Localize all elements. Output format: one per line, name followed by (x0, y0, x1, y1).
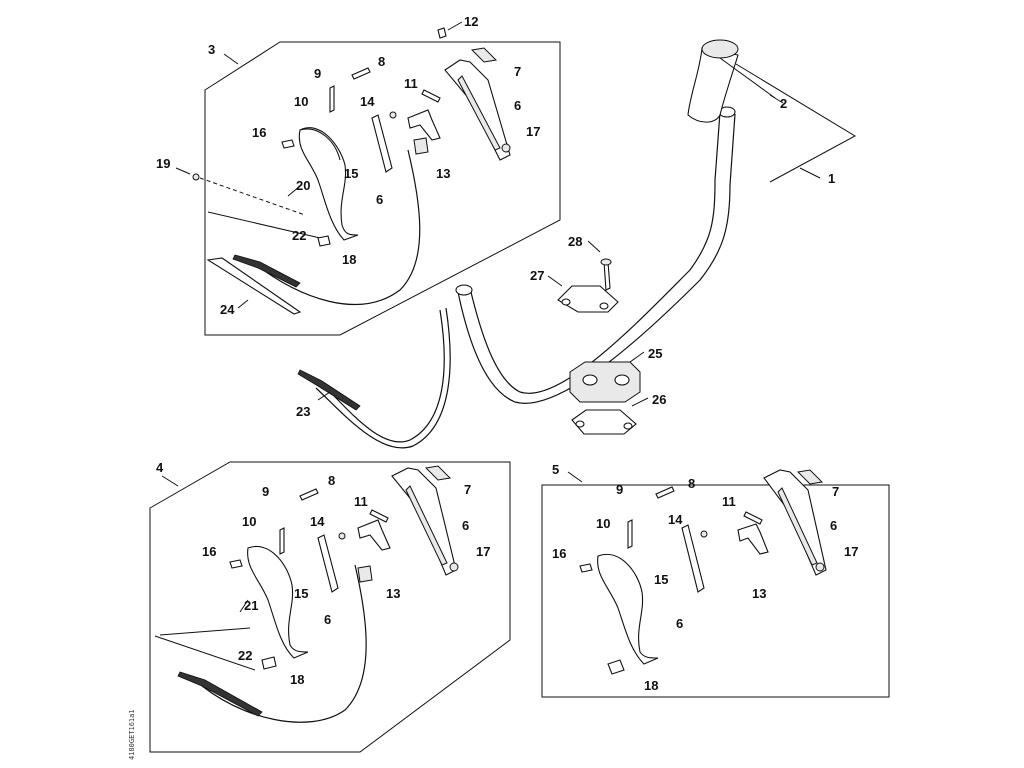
frame-1-2 (735, 63, 857, 183)
bracket-lower (571, 409, 637, 435)
callout-28: 28 (568, 234, 582, 249)
handlebar-assembly (455, 39, 739, 435)
callout-box5-9: 9 (616, 482, 623, 497)
callout-26: 26 (652, 392, 666, 407)
grip (687, 47, 739, 123)
box4-parts (154, 465, 459, 723)
callout-labels: 1 2 3 4 5 12 19 20 21 23 24 25 26 27 28 … (128, 14, 858, 760)
callout-box4-9: 9 (262, 484, 269, 499)
box-5 (541, 484, 890, 698)
callout-box3-14: 14 (360, 94, 375, 109)
callout-box4-15: 15 (294, 586, 308, 601)
callout-box4-22: 22 (238, 648, 252, 663)
callout-25: 25 (648, 346, 662, 361)
callout-box5-16: 16 (552, 546, 566, 561)
callout-box4-7: 7 (464, 482, 471, 497)
callout-box3-15: 15 (344, 166, 358, 181)
callout-box5-7: 7 (832, 484, 839, 499)
callout-box4-10: 10 (242, 514, 256, 529)
callout-box3-13: 13 (436, 166, 450, 181)
callout-1: 1 (828, 171, 835, 186)
box3-parts (192, 27, 511, 315)
callout-box3-16: 16 (252, 125, 266, 140)
cable-23 (297, 307, 451, 449)
callout-19: 19 (156, 156, 170, 171)
callout-box4-14: 14 (310, 514, 325, 529)
callout-12: 12 (464, 14, 478, 29)
leader-lines (161, 21, 821, 613)
callout-box5-13: 13 (752, 586, 766, 601)
callout-box5-14: 14 (668, 512, 683, 527)
callout-box4-13: 13 (386, 586, 400, 601)
callout-box3-6-left: 6 (376, 192, 383, 207)
callout-box5-18: 18 (644, 678, 658, 693)
callout-box4-17: 17 (476, 544, 490, 559)
callout-box5-8: 8 (688, 476, 695, 491)
callout-box4-16: 16 (202, 544, 216, 559)
callout-box4-6-right: 6 (462, 518, 469, 533)
box-4 (149, 461, 511, 753)
callout-5: 5 (552, 462, 559, 477)
callout-box5-6-left: 6 (676, 616, 683, 631)
callout-2: 2 (780, 96, 787, 111)
callout-box4-6-left: 6 (324, 612, 331, 627)
callout-box3-22: 22 (292, 228, 306, 243)
callout-box5-6-right: 6 (830, 518, 837, 533)
callout-box4-18: 18 (290, 672, 304, 687)
callout-box3-17: 17 (526, 124, 540, 139)
callout-box3-10: 10 (294, 94, 308, 109)
callout-box5-15: 15 (654, 572, 668, 587)
box5-parts (579, 469, 827, 675)
screw-28 (603, 261, 611, 291)
callout-4: 4 (156, 460, 164, 475)
callout-box4-11: 11 (354, 494, 368, 509)
callout-24: 24 (220, 302, 235, 317)
callout-box3-9: 9 (314, 66, 321, 81)
callout-box3-6-right: 6 (514, 98, 521, 113)
callout-23: 23 (296, 404, 310, 419)
callout-box3-7: 7 (514, 64, 521, 79)
callout-box5-10: 10 (596, 516, 610, 531)
callout-box4-8: 8 (328, 473, 335, 488)
clamp-block (569, 361, 641, 403)
callout-21: 21 (244, 598, 258, 613)
box-3 (204, 41, 561, 336)
callout-box3-11: 11 (404, 76, 418, 91)
reference-code: 4180GET161a1 (128, 709, 136, 760)
callout-3: 3 (208, 42, 215, 57)
callout-20: 20 (296, 178, 310, 193)
callout-box5-11: 11 (722, 494, 736, 509)
handle-housing (298, 127, 359, 241)
callout-box5-17: 17 (844, 544, 858, 559)
callout-box3-18: 18 (342, 252, 356, 267)
callout-27: 27 (530, 268, 544, 283)
callout-box3-8: 8 (378, 54, 385, 69)
